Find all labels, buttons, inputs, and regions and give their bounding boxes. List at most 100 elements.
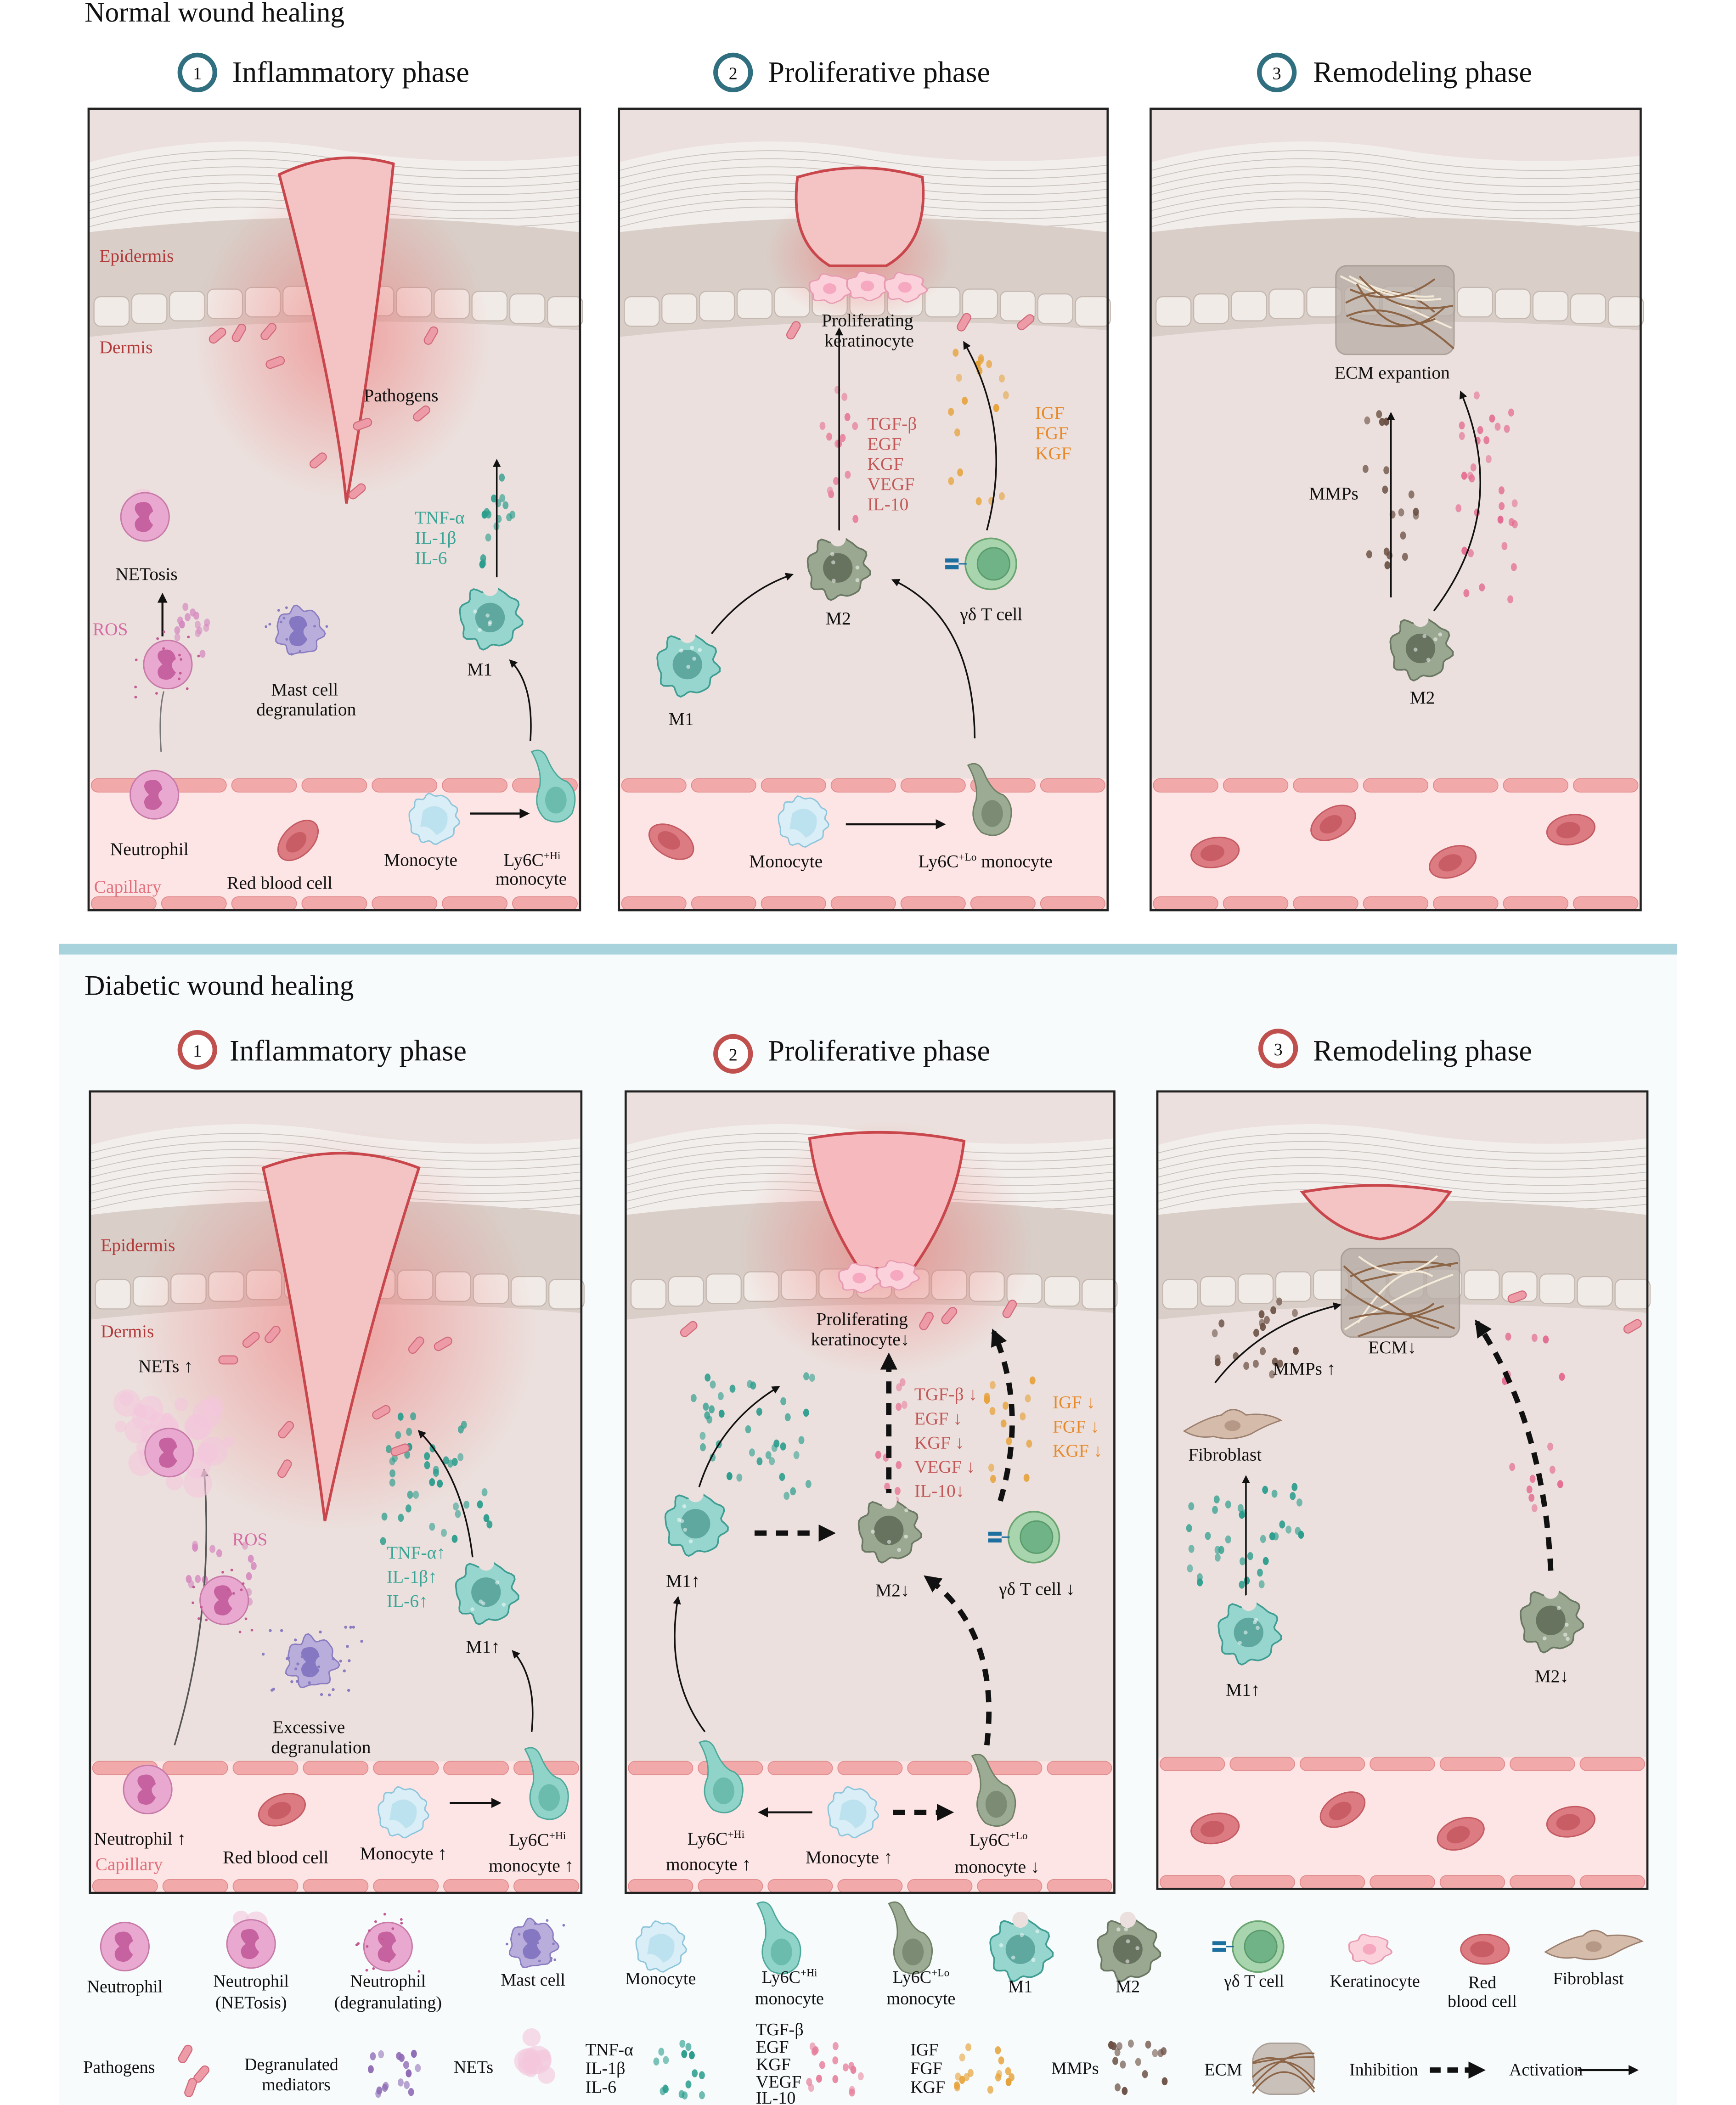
vesicle [1563, 1632, 1567, 1637]
mediator-dot [784, 1413, 791, 1422]
bacterium [1017, 314, 1035, 331]
phagocytic-notch [1120, 1911, 1136, 1928]
nucleus [241, 1929, 259, 1959]
activation-arrow [512, 1650, 534, 1732]
mediator-dot [726, 1472, 733, 1480]
pathogen-icon [423, 326, 439, 345]
m1-label: M1↑ [1226, 1679, 1260, 1700]
vesicle [683, 1528, 688, 1532]
ly6c-lo-label-2: monocyte ↓ [955, 1857, 1040, 1877]
pathogen-icon [919, 1311, 934, 1330]
mediator-dot [1253, 1328, 1259, 1337]
endothelial-cell [1229, 1756, 1295, 1771]
m2-label: M2 [826, 608, 851, 628]
mediator-dot [1188, 1545, 1195, 1553]
mediator-dot [485, 533, 491, 542]
phase-number: 1 [193, 64, 202, 84]
red-blood-cell-icon [1310, 805, 1356, 841]
monocyte-label: Monocyte [749, 851, 823, 872]
endothelial-cell [442, 896, 508, 911]
epidermal-cell [1501, 1271, 1538, 1302]
ecm-box [1252, 2043, 1315, 2095]
nucleus [114, 1931, 133, 1962]
granule [346, 1645, 349, 1648]
cell-center [267, 1802, 291, 1819]
panel-frame [89, 1090, 583, 1894]
mediator-dot [1477, 426, 1483, 434]
ly6c-lo-label: Ly6C+Lo [969, 1830, 1028, 1850]
mast-cell-label-2: degranulation [271, 1737, 371, 1757]
mediator-dot [852, 422, 858, 430]
mediator-dot [1152, 2049, 1158, 2057]
endothelial-cell [232, 1761, 299, 1775]
phase-title: Inflammatory phase [230, 1035, 467, 1067]
mediator-dot [1292, 1309, 1298, 1317]
epidermal-cell [699, 291, 735, 321]
mediator-dot [1461, 472, 1467, 480]
monocyte-label: Monocyte ↑ [806, 1847, 893, 1868]
mediator-dot [483, 1514, 490, 1522]
mediator-dot [965, 2043, 971, 2051]
nucleus [289, 616, 308, 647]
epidermal-cell [999, 291, 1036, 321]
mediator-dot [368, 2065, 374, 2073]
mediator-dot [1212, 1506, 1218, 1514]
endothelial-cell [1439, 1875, 1505, 1890]
nucleus [823, 553, 853, 583]
mediator-dot [975, 497, 982, 506]
skin-line [1157, 1133, 1648, 1154]
mediator-dot [717, 1392, 724, 1401]
pathogen-icon [260, 323, 277, 341]
vesicle [1556, 1606, 1561, 1610]
legend-label: IL-10 [756, 2088, 796, 2105]
mediator-dot [819, 422, 826, 430]
bacterium [434, 1336, 452, 1351]
mediator-dot [424, 1461, 430, 1469]
mediator-dot [1116, 2042, 1122, 2050]
endothelial-cell [691, 896, 756, 911]
endothelial-cell [698, 1879, 763, 1893]
m1-macrophage-icon [989, 1911, 1054, 1982]
ecm-icon [1341, 1248, 1460, 1338]
mediator-dot [783, 1492, 790, 1500]
vesicle [682, 1504, 687, 1508]
neutrophil-icon [100, 1921, 150, 1972]
red-blood-cell-icon [277, 820, 319, 861]
granule [280, 1629, 283, 1632]
phase-number-badge [713, 52, 753, 93]
mediator-dot [484, 508, 490, 516]
bacterium [1002, 1300, 1017, 1318]
granule [240, 1588, 243, 1591]
granule [374, 1920, 377, 1923]
mediator-dot [408, 2088, 414, 2096]
mediator-dot [1127, 2039, 1134, 2048]
granule [187, 636, 190, 639]
granule [265, 625, 268, 628]
phase-number: 1 [193, 1041, 202, 1061]
cytokine-dots [380, 1412, 493, 1545]
mediator-dot [370, 2052, 376, 2060]
granule [391, 1927, 395, 1930]
mediator-dot [1483, 436, 1490, 445]
phagocytic-notch [1543, 1582, 1559, 1599]
skin-line [1150, 158, 1641, 179]
mediator-dot [1258, 1310, 1265, 1318]
mediator-dot [699, 1431, 706, 1440]
granule [327, 1693, 331, 1697]
legend-label: Neutrophil [87, 1977, 163, 1996]
m1-label: M1↑ [466, 1637, 500, 1657]
endothelial-cell [1040, 778, 1105, 793]
monocyte-label: Monocyte [384, 850, 457, 870]
mediator-dot [699, 2091, 705, 2099]
mediator-dot [186, 1575, 192, 1583]
cell-body [1190, 1812, 1240, 1845]
mediator-dot [1362, 465, 1369, 473]
mediator-dot [1272, 1357, 1278, 1366]
mediator-dot [424, 1452, 430, 1460]
mediator-dot [204, 619, 210, 627]
mediator-dot [1005, 2078, 1012, 2086]
endothelial-cell [373, 1879, 439, 1893]
epidermal-cell [1162, 1278, 1199, 1310]
keratinocyte-icon [838, 1262, 883, 1294]
growth-factor-label: TGF-β [868, 414, 917, 434]
